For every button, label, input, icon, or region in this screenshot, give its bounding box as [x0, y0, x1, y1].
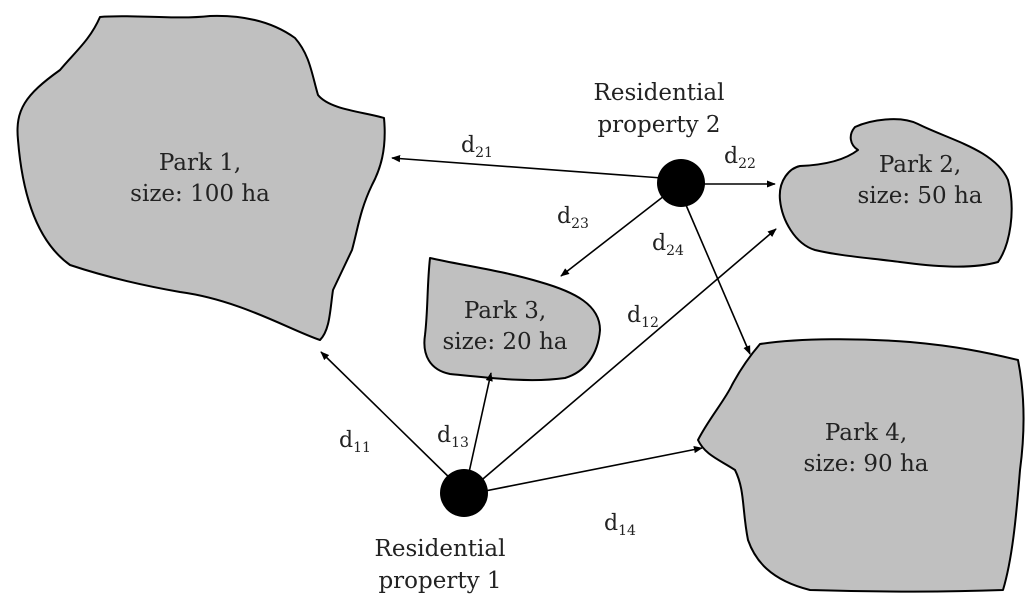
- distance-label-d12: d12: [627, 303, 659, 331]
- residential-property-2-line1: Residential: [594, 80, 725, 106]
- distance-label-d11: d11: [339, 428, 371, 456]
- park-4-shape: [697, 338, 1025, 593]
- residential-property-1-line2: property 1: [378, 568, 501, 594]
- distance-label-d22: d22: [724, 144, 756, 172]
- distance-label-d21: d21: [461, 133, 493, 161]
- arrow-d21: [391, 155, 663, 179]
- arrow-d11: [320, 351, 459, 487]
- park-3-name: Park 3,: [464, 298, 546, 324]
- park-4-name: Park 4,: [825, 420, 907, 446]
- park-3-shape: [423, 257, 601, 382]
- park-2-size: size: 50 ha: [857, 183, 982, 209]
- arrow-d12: [469, 228, 777, 491]
- distance-label-d24: d24: [652, 231, 684, 259]
- park-1-shape: [16, 14, 386, 341]
- park-2-shape: [778, 118, 1013, 268]
- arrow-d24: [685, 204, 751, 355]
- arrow-d13: [465, 372, 493, 487]
- park-2-name: Park 2,: [879, 152, 961, 178]
- distance-label-d13: d13: [437, 423, 469, 451]
- arrow-d14: [479, 446, 703, 493]
- residential-property-2-line2: property 2: [597, 112, 720, 138]
- park-4-size: size: 90 ha: [803, 451, 928, 477]
- park-3-size: size: 20 ha: [442, 329, 567, 355]
- residential-property-1-node: [440, 469, 488, 517]
- distance-label-d23: d23: [557, 204, 589, 232]
- arrow-d23: [560, 195, 665, 277]
- residential-property-1-line1: Residential: [375, 536, 506, 562]
- residential-property-2-node: [657, 159, 705, 207]
- distance-label-d14: d14: [604, 511, 636, 539]
- park-1-name: Park 1,: [159, 150, 241, 176]
- park-1-size: size: 100 ha: [130, 181, 270, 207]
